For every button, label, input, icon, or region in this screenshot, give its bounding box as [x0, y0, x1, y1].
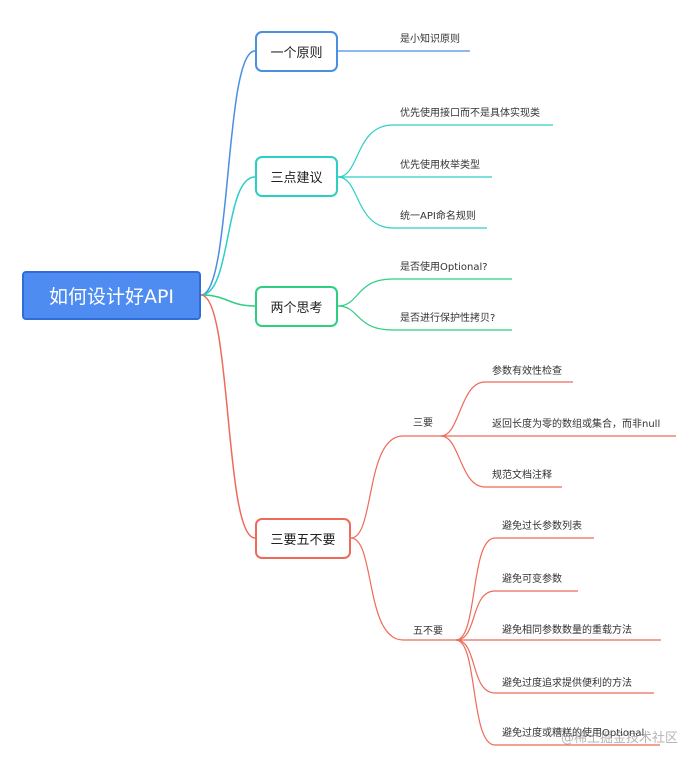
- leaf-sub2-2[interactable]: 避免可变参数: [502, 574, 562, 585]
- leaf-b3-2[interactable]: 是否进行保护性拷贝?: [400, 313, 496, 324]
- connector-b4-sub1: [350, 435, 441, 539]
- connector-b3-leaf2: [337, 305, 512, 331]
- connector-root-b4: [200, 294, 256, 539]
- leaf-sub1-3[interactable]: 规范文档注释: [492, 470, 552, 481]
- sub-three-dos[interactable]: 三要: [413, 418, 433, 429]
- connector-sub2-leaf5: [455, 639, 660, 746]
- connector-b2-leaf1: [337, 124, 553, 178]
- connector-sub2-leaf4: [455, 639, 654, 694]
- connector-root-b2: [200, 176, 256, 296]
- connector-sub2-leaf2: [455, 590, 578, 641]
- leaf-b2-3[interactable]: 统一API命名规则: [400, 211, 476, 222]
- leaf-b1-1[interactable]: 是小知识原则: [400, 34, 460, 45]
- connector-b2-leaf3: [337, 176, 487, 229]
- watermark: @稀土掘金技术社区: [560, 731, 678, 746]
- leaf-sub1-2[interactable]: 返回长度为零的数组或集合，而非null: [492, 419, 661, 430]
- leaf-sub2-4[interactable]: 避免过度追求提供便利的方法: [502, 678, 632, 689]
- leaf-b3-1[interactable]: 是否使用Optional?: [400, 262, 488, 273]
- leaf-sub1-1[interactable]: 参数有效性检查: [492, 366, 562, 377]
- connector-root-b1: [200, 50, 256, 296]
- sub-five-donts[interactable]: 五不要: [413, 626, 443, 637]
- leaf-b2-2[interactable]: 优先使用枚举类型: [400, 160, 480, 171]
- leaf-sub2-5[interactable]: 避免过度或糟糕的使用Optional: [502, 728, 645, 739]
- connector-b4-sub2: [350, 537, 456, 641]
- connector-b3-leaf1: [337, 278, 512, 307]
- leaf-sub2-3[interactable]: 避免相同参数数量的重载方法: [502, 625, 632, 636]
- connector-root-b3: [200, 294, 256, 307]
- branch-three-suggestions[interactable]: 三点建议: [255, 156, 338, 197]
- connector-sub1-leaf3: [440, 435, 562, 488]
- connector-sub2-leaf1: [455, 537, 594, 641]
- branch-two-thoughts[interactable]: 两个思考: [255, 286, 338, 327]
- root-topic[interactable]: 如何设计好API: [22, 271, 201, 320]
- branch-one-principle[interactable]: 一个原则: [255, 31, 338, 72]
- branch-three-dos-five-donts[interactable]: 三要五不要: [255, 518, 351, 559]
- leaf-b2-1[interactable]: 优先使用接口而不是具体实现类: [400, 108, 540, 119]
- leaf-sub2-1[interactable]: 避免过长参数列表: [502, 521, 582, 532]
- connector-sub1-leaf1: [440, 381, 573, 437]
